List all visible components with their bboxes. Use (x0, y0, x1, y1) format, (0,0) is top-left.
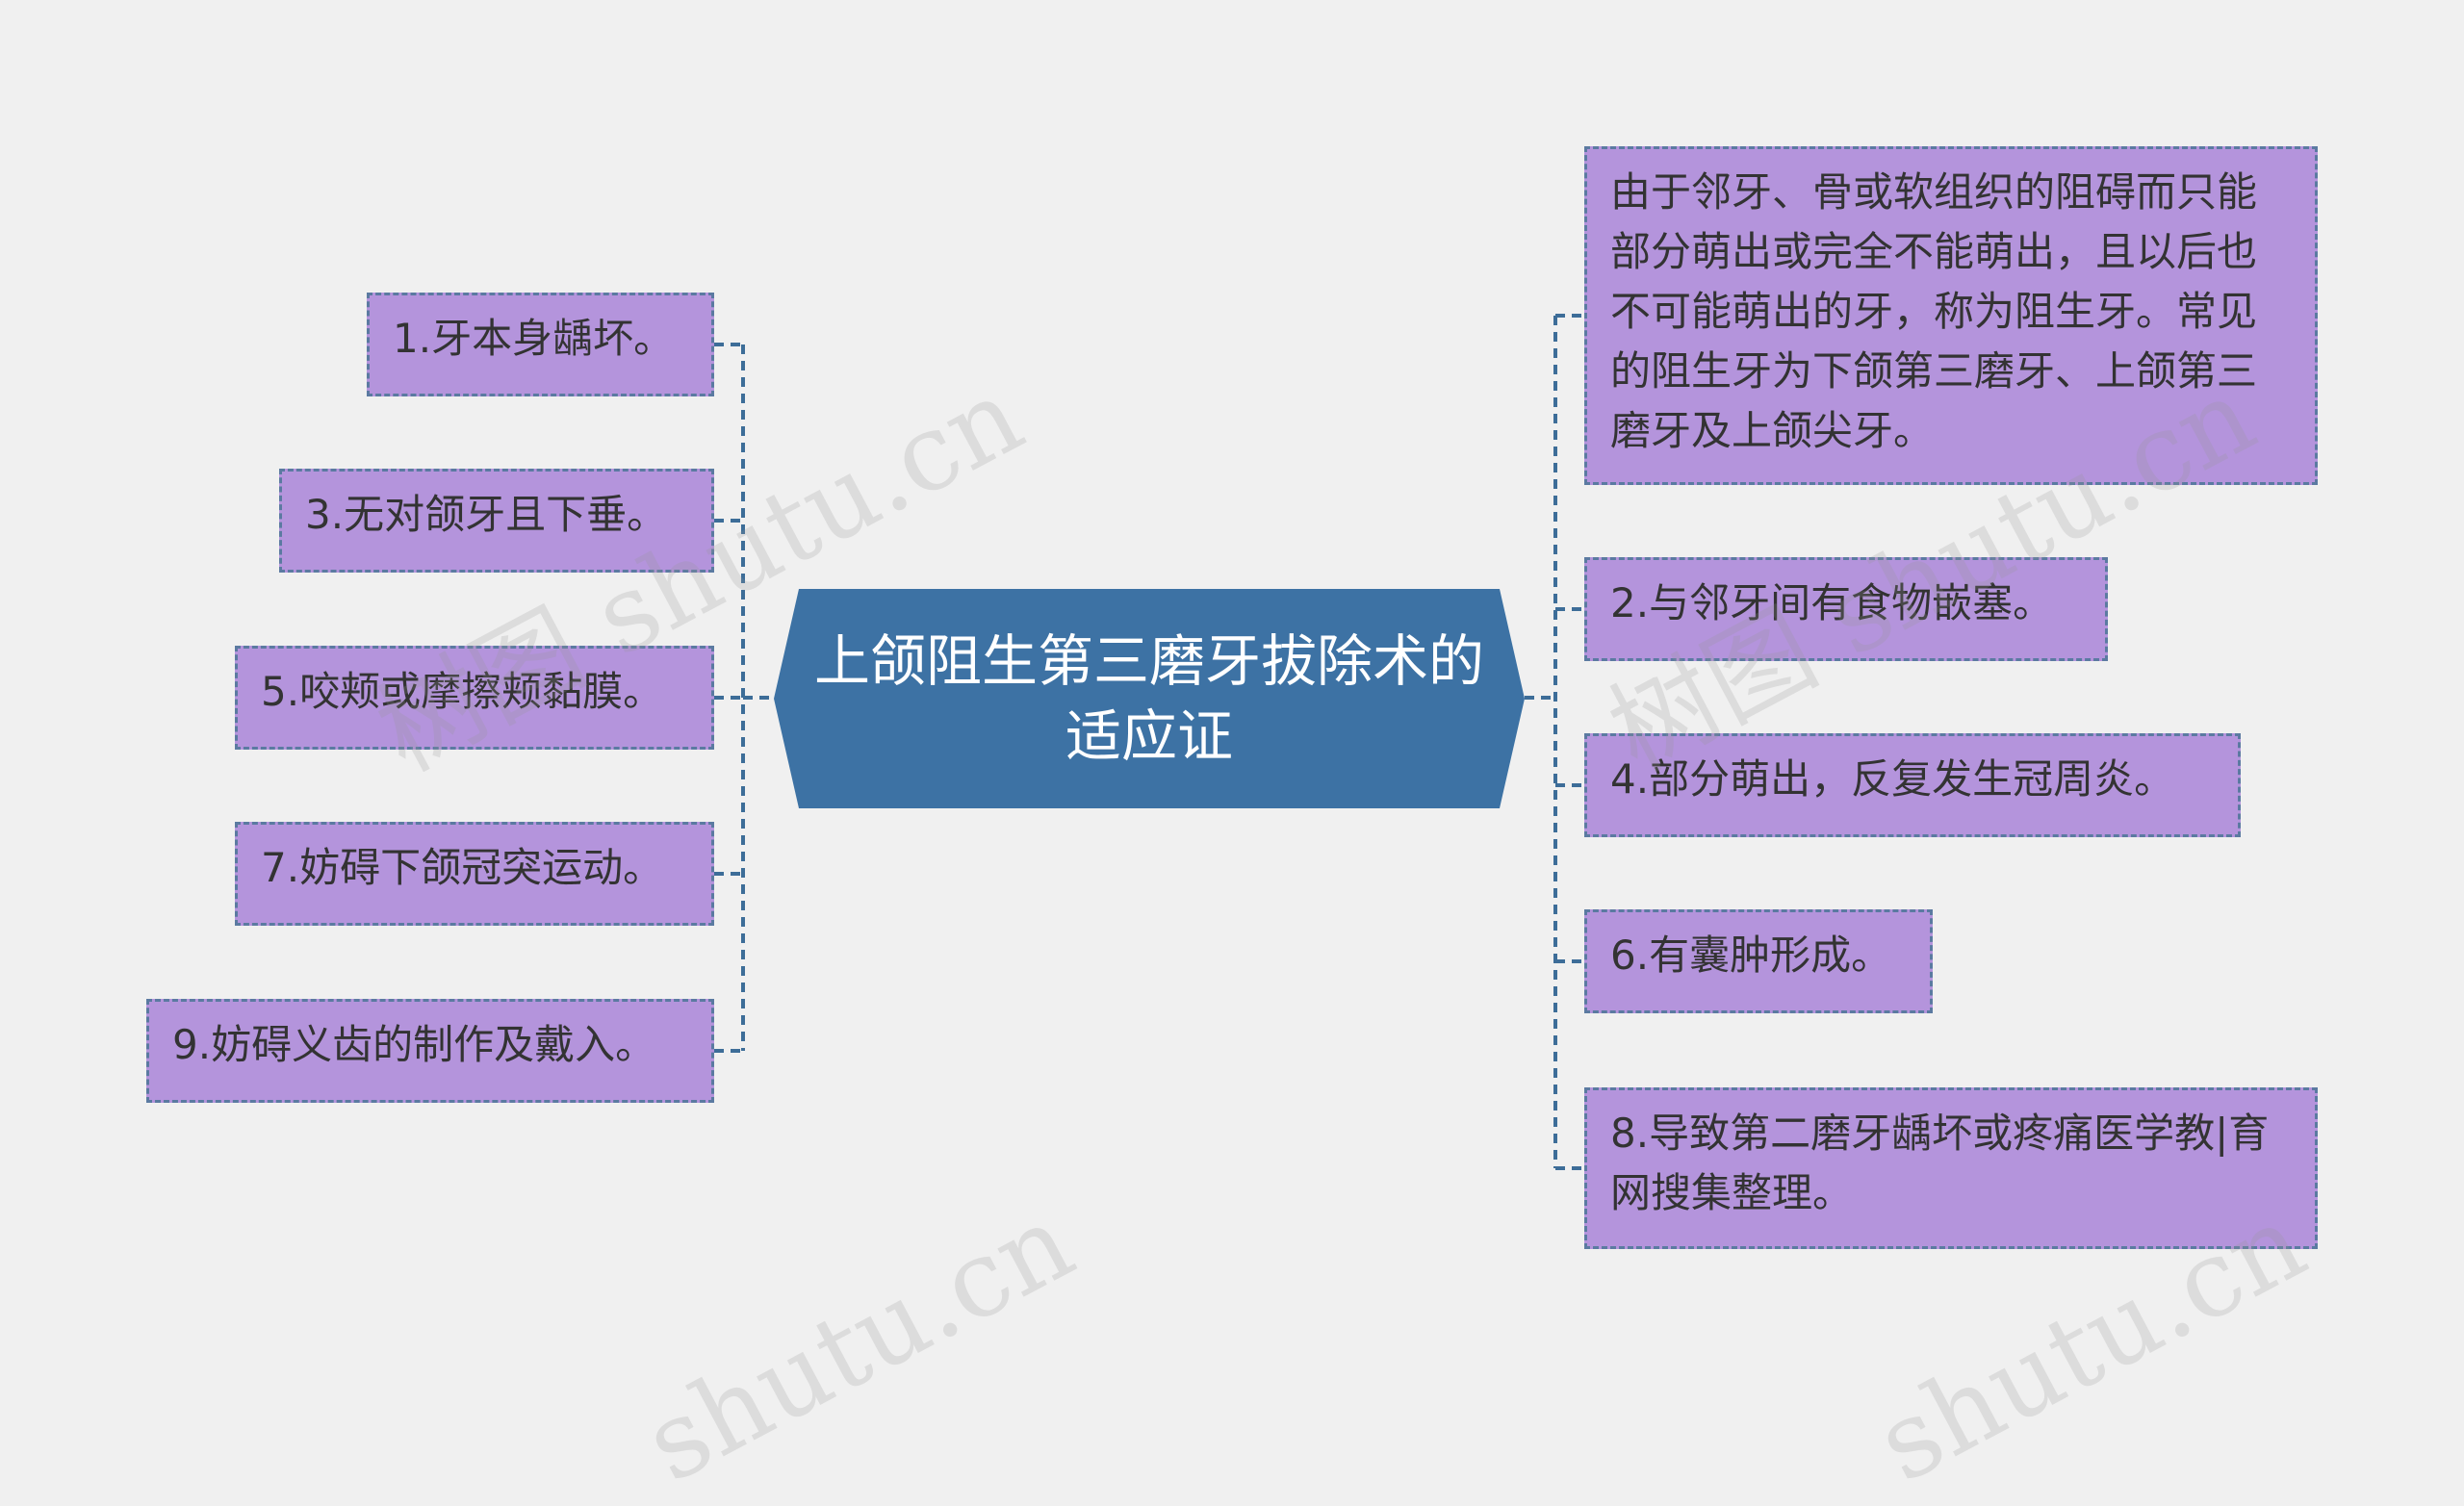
central-topic-label: 上颌阻生第三磨牙拔除术的适应证 (813, 628, 1484, 769)
left-node-7-label: 7.妨碍下颌冠突运动。 (261, 844, 664, 891)
left-node-3[interactable]: 3.无对颌牙且下垂。 (279, 469, 714, 573)
right-node-definition[interactable]: 由于邻牙、骨或软组织的阻碍而只能部分萌出或完全不能萌出，且以后也不可能萌出的牙，… (1584, 146, 2318, 485)
right-node-6[interactable]: 6.有囊肿形成。 (1584, 909, 1933, 1013)
connector-lines (714, 314, 1584, 1170)
right-node-2-label: 2.与邻牙间有食物嵌塞。 (1610, 579, 2054, 626)
left-node-9-label: 9.妨碍义齿的制作及戴入。 (172, 1021, 656, 1068)
left-node-5-label: 5.咬颊或摩擦颊黏膜。 (261, 668, 664, 715)
right-node-2[interactable]: 2.与邻牙间有食物嵌塞。 (1584, 557, 2108, 661)
right-node-8[interactable]: 8.导致第二磨牙龋坏或疼痛医学教|育网搜集整理。 (1584, 1087, 2318, 1249)
left-node-9[interactable]: 9.妨碍义齿的制作及戴入。 (146, 999, 714, 1103)
right-node-6-label: 6.有囊肿形成。 (1610, 932, 1892, 979)
left-node-1[interactable]: 1.牙本身龋坏。 (367, 293, 714, 396)
left-node-5[interactable]: 5.咬颊或摩擦颊黏膜。 (235, 646, 714, 750)
left-node-3-label: 3.无对颌牙且下垂。 (305, 491, 668, 538)
right-node-4[interactable]: 4.部分萌出，反复发生冠周炎。 (1584, 733, 2241, 837)
left-node-1-label: 1.牙本身龋坏。 (393, 315, 675, 362)
central-topic-shape (774, 589, 1525, 808)
right-node-definition-label: 由于邻牙、骨或软组织的阻碍而只能部分萌出或完全不能萌出，且以后也不可能萌出的牙，… (1610, 168, 2258, 454)
left-node-7[interactable]: 7.妨碍下颌冠突运动。 (235, 822, 714, 926)
central-topic[interactable]: 上颌阻生第三磨牙拔除术的适应证 (774, 589, 1525, 808)
right-node-4-label: 4.部分萌出，反复发生冠周炎。 (1610, 755, 2175, 803)
mindmap-canvas: 上颌阻生第三磨牙拔除术的适应证 1.牙本身龋坏。 3.无对颌牙且下垂。 5.咬颊… (146, 146, 2323, 1506)
right-node-8-label: 8.导致第二磨牙龋坏或疼痛医学教|育网搜集整理。 (1610, 1110, 2270, 1216)
